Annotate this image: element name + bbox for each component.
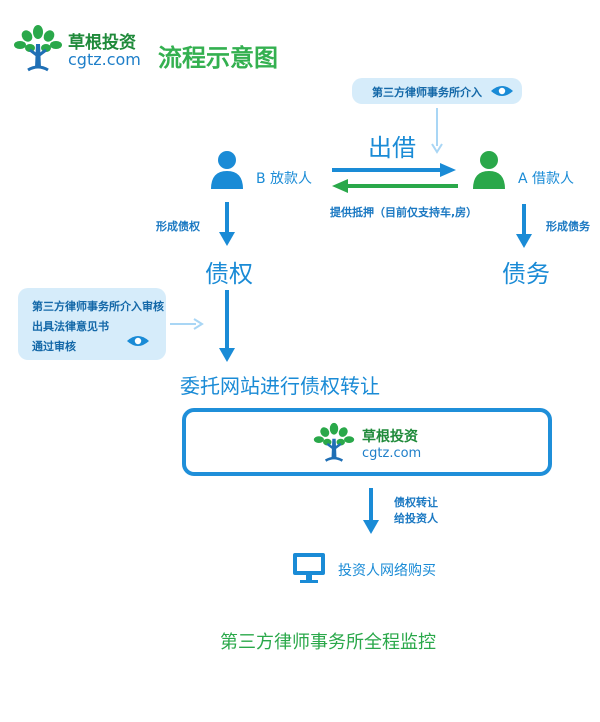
person-a-label: A 借款人	[518, 171, 575, 187]
lawyer-review-line-3: 通过审核	[32, 340, 76, 353]
investor-label: 投资人网络购买	[338, 563, 436, 579]
computer-icon	[293, 553, 325, 583]
platform-box: 草根投资 cgtz.com	[182, 408, 552, 476]
claim-down-arrow	[219, 202, 235, 246]
lawyer-review-line-2: 出具法律意见书	[32, 320, 109, 333]
entrust-down-arrow	[219, 290, 235, 362]
platform-logo-cn: 草根投资	[362, 429, 418, 445]
form-claim-label: 形成债权	[156, 220, 200, 233]
lend-label: 出借	[368, 134, 416, 162]
lend-arrow-right	[332, 163, 456, 177]
collateral-label: 提供抵押（目前仅支持车,房）	[330, 206, 478, 219]
platform-logo-en: cgtz.com	[362, 446, 422, 461]
review-right-arrow	[170, 318, 204, 330]
logo-en-text: cgtz.com	[68, 50, 141, 69]
debt-node: 债务	[502, 260, 550, 288]
debt-down-arrow	[516, 204, 532, 248]
logo[interactable]: 草根投资 cgtz.com	[12, 24, 142, 74]
monitor-label: 第三方律师事务所全程监控	[220, 632, 436, 653]
person-a-icon	[473, 151, 505, 189]
entrust-label: 委托网站进行债权转让	[180, 374, 380, 398]
pill-down-arrow	[431, 108, 443, 154]
eye-icon	[491, 86, 513, 96]
page-title: 流程示意图	[158, 44, 278, 72]
transfer-down-arrow	[363, 488, 379, 534]
lawyer-review-pill: 第三方律师事务所介入审核 出具法律意见书 通过审核	[18, 288, 166, 360]
lawyer-intervene-pill: 第三方律师事务所介入	[352, 78, 522, 104]
form-debt-label: 形成债务	[546, 220, 590, 233]
transfer-line-1: 债权转让	[394, 496, 438, 509]
tree-logo-icon	[313, 422, 355, 462]
claim-node: 债权	[205, 260, 253, 288]
lawyer-review-line-1: 第三方律师事务所介入审核	[32, 300, 164, 313]
eye-icon	[127, 336, 149, 346]
lawyer-intervene-text: 第三方律师事务所介入	[372, 86, 482, 99]
logo-cn-text: 草根投资	[68, 33, 136, 53]
tree-logo-icon	[14, 25, 62, 72]
transfer-line-2: 给投资人	[394, 512, 438, 525]
person-b-icon	[211, 151, 243, 189]
person-b-label: B 放款人	[256, 171, 313, 187]
collateral-arrow-left	[332, 179, 458, 193]
